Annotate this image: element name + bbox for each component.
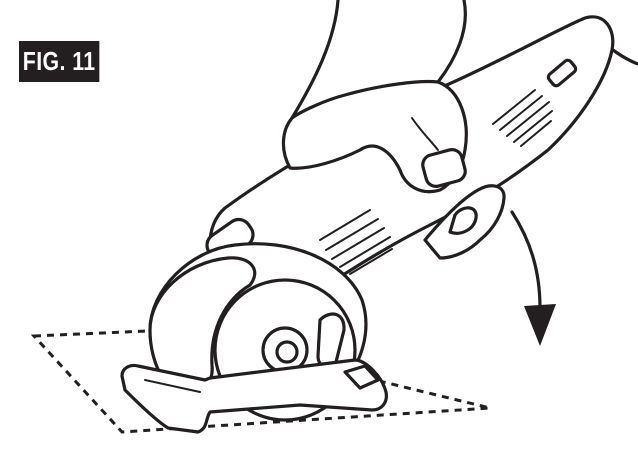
base-plate [120, 358, 388, 434]
curved-down-arrow-icon [524, 304, 556, 346]
figure-label: FIG. 11 [19, 41, 100, 82]
base-edge [144, 379, 201, 393]
rear-vents [492, 89, 553, 147]
forearm-right [436, 0, 467, 84]
finger-tip [448, 206, 478, 235]
rear-switch [546, 58, 578, 88]
top-hand [281, 80, 468, 194]
thumb-nail [421, 148, 467, 188]
forearm-left [290, 0, 340, 120]
knuckle-line [411, 117, 439, 151]
front-vents [319, 209, 393, 275]
blade-bolt [275, 340, 299, 364]
arrow-shaft [510, 210, 542, 310]
base-knob [343, 364, 380, 390]
workpiece-outline [30, 328, 491, 434]
